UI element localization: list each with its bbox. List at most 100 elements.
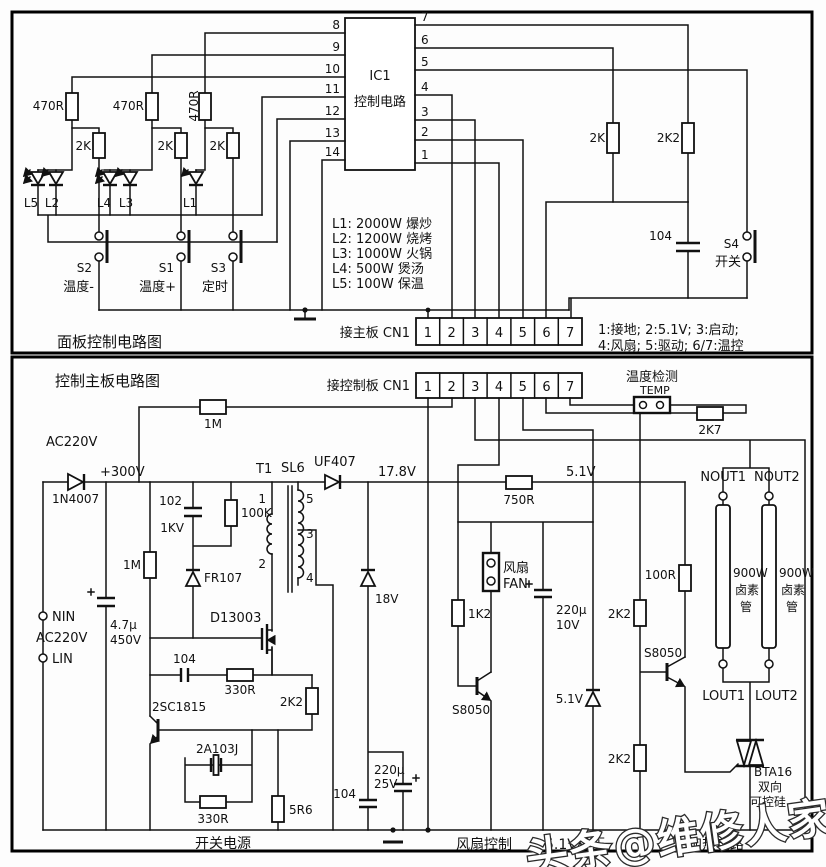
zener-5v1: 5.1V <box>556 688 602 707</box>
halogen-tube-1 <box>715 504 731 649</box>
resistor-5r6-label: 5R6 <box>289 803 313 817</box>
zener-5v1-label: 5.1V <box>556 692 584 706</box>
panel-board-border <box>10 10 814 355</box>
section-label-fan: 风扇控制 <box>456 837 512 853</box>
resistor-2k2-hu-label: 2K2 <box>608 607 631 621</box>
tube2-type-a: 卤素 <box>781 583 805 597</box>
transistor-s8050-fan-label: S8050 <box>452 703 490 717</box>
resistor-2k-3-label: 2K <box>209 139 226 153</box>
tube1-watt: 900W <box>733 566 768 580</box>
t1-pin3: 3 <box>306 527 314 541</box>
panel-board-section: IC1 控制电路 8 9 10 11 12 13 14 7 6 5 4 3 2 … <box>10 10 814 355</box>
transformer-t1: T1 SL6 1 2 5 3 4 <box>255 461 314 585</box>
button-s4-label: 开关 <box>715 255 741 270</box>
capacitor-4u7-450v: 4.7µ 450V <box>87 588 142 647</box>
power-legend: L1: 2000W 爆炒 L2: 1200W 烧烤 L3: 1000W 火锅 L… <box>332 217 432 292</box>
button-s3-label: 定时 <box>202 280 228 295</box>
cn1-bot-pin1: 1 <box>424 380 432 395</box>
button-s1-label: 温度+ <box>139 279 176 295</box>
resistor-330r-base-label: 330R <box>197 812 228 826</box>
legend-l1: L1: 2000W 爆炒 <box>332 217 432 232</box>
button-s4-name: S4 <box>724 237 739 251</box>
capacitor-102-1kv: 102 1KV <box>159 494 202 535</box>
mosfet-d13003: D13003 <box>210 611 276 676</box>
temp-sensor-connector: 温度检测 TEMP <box>626 369 678 415</box>
connector-cn1-top: 接主板 CN1 1 2 3 4 5 6 7 <box>340 317 583 346</box>
tube2-type-b: 管 <box>786 599 798 614</box>
cn1-top-pin7: 7 <box>566 326 574 341</box>
resistor-1m-v-label: 1M <box>123 558 141 572</box>
button-s3-name: S3 <box>211 261 226 275</box>
button-s2: S2 温度- <box>63 230 109 295</box>
resistor-330r-base: 330R <box>197 795 229 826</box>
capacitor-220u-10v: 220µ 10V <box>525 580 587 632</box>
resistor-2k-3: 2K <box>209 132 240 159</box>
diode-fr107: FR107 <box>184 568 242 587</box>
ic1-pin10: 10 <box>325 62 340 76</box>
cn1-bot-pin3: 3 <box>471 380 479 395</box>
lout1-label: LOUT1 <box>702 689 745 704</box>
resistor-1k2: 1K2 <box>451 599 491 627</box>
ic1-pin12: 12 <box>325 104 340 118</box>
ic1-pin13: 13 <box>325 126 340 140</box>
resistor-470r-1: 470R <box>33 92 79 121</box>
cap-220u25-volt: 25V <box>374 777 398 791</box>
panel-left-wires <box>37 32 570 311</box>
resistor-2k-2: 2K <box>157 132 188 159</box>
v178-label: 17.8V <box>378 465 416 480</box>
tube1-type-a: 卤素 <box>735 583 759 597</box>
fan-connector-label-cn: 风扇 <box>503 560 529 576</box>
resistor-2k-right-label: 2K <box>589 131 606 145</box>
ic1-pin7: 7 <box>421 10 429 24</box>
resistor-2k2-right-label: 2K2 <box>657 131 680 145</box>
button-s3: S3 定时 <box>202 230 243 295</box>
ac220v-in-label: AC220V <box>36 631 88 646</box>
diode-1n4007-label: 1N4007 <box>52 492 99 506</box>
resistor-2k2-heat-upper: 2K2 <box>608 599 647 627</box>
resistor-2k2-sw-label: 2K2 <box>280 695 303 709</box>
led-l2-label: L2 <box>45 196 59 210</box>
ic1-pin8: 8 <box>332 18 340 32</box>
resistor-2k-1-label: 2K <box>75 139 92 153</box>
resistor-470r-1-label: 470R <box>33 99 64 113</box>
pin-note: 1:接地; 2:5.1V; 3:启动; 4:风扇; 5:驱动; 6/7:温控 <box>598 322 744 354</box>
cn1-top-pin4: 4 <box>495 326 503 341</box>
resistor-2k2-switcher: 2K2 <box>280 687 319 715</box>
cap-220u25-label: 220µ <box>374 763 405 777</box>
ic1-pin9: 9 <box>332 40 340 54</box>
ic1-pin1: 1 <box>421 148 429 162</box>
cn1-bot-pin2: 2 <box>447 380 455 395</box>
resistor-1m-h-label: 1M <box>204 417 222 431</box>
sl6-label: SL6 <box>281 461 305 476</box>
transistor-s8050-heat: S8050 <box>644 646 687 688</box>
zener-18v-label: 18V <box>375 592 399 606</box>
button-s2-label: 温度- <box>63 279 94 295</box>
led-l4: L4 <box>94 166 119 216</box>
plus300v-label: +300V <box>100 465 145 480</box>
resistor-330r-sw-label: 330R <box>224 683 255 697</box>
diode-1n4007: 1N4007 <box>52 472 99 506</box>
nin-label: NIN <box>52 610 75 625</box>
resistor-100r: 100R <box>645 564 692 592</box>
panel-section-title: 面板控制电路图 <box>57 333 162 351</box>
connector-cn1-bottom: 接控制板 CN1 1 2 3 4 5 6 7 <box>327 372 583 399</box>
connector-cn1-bottom-label: 接控制板 CN1 <box>327 378 410 394</box>
led-l3: L3 <box>114 166 139 216</box>
resistor-2k-right: 2K <box>589 122 620 154</box>
resistor-750r-label: 750R <box>503 493 534 507</box>
section-label-heat: 加热电路 <box>688 837 744 853</box>
resistor-100r-label: 100R <box>645 568 676 582</box>
led-l1-label: L1 <box>183 196 197 210</box>
resistor-470r-2: 470R <box>113 92 159 121</box>
halogen-tubes: NOUT1 NOUT2 900W 卤素 管 900W 卤素 管 LOUT1 LO… <box>700 470 814 704</box>
resonator-2a103j-label: 2A103J <box>196 742 238 756</box>
cn1-bot-pin4: 4 <box>495 380 503 395</box>
resistor-1k2-label: 1K2 <box>468 607 491 621</box>
transistor-s8050-heat-label: S8050 <box>644 646 682 660</box>
temp-name: TEMP <box>639 384 670 397</box>
resistor-2k7: 2K7 <box>696 406 724 437</box>
cap-220u10-volt: 10V <box>556 618 580 632</box>
v51-rail-label: 5.1V <box>566 465 596 480</box>
led-l1: L1 <box>180 166 205 216</box>
